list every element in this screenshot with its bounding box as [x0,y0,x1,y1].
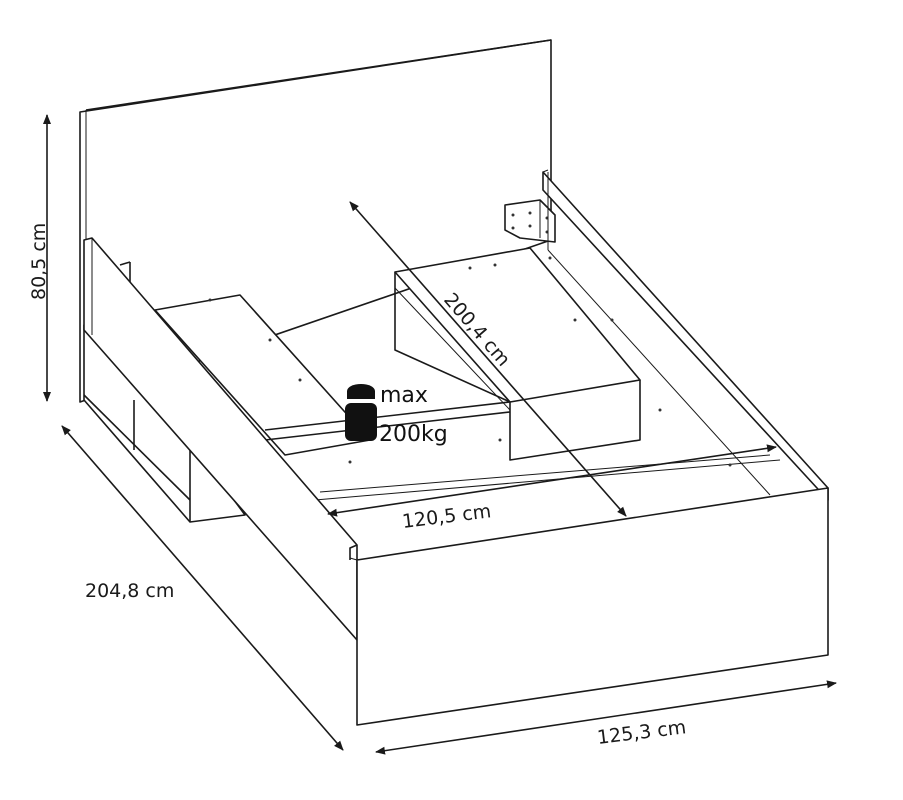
max-load-label: max [380,383,428,408]
length-dimension-line [61,425,344,751]
inner-length-dimension-line [349,201,627,517]
length-label: 204,8 cm [85,580,174,602]
inner-width-dimension-line [327,444,777,517]
inner-width-label: 120,5 cm [401,500,492,533]
width-dimension-line [375,680,837,755]
height-label: 80,5 cm [28,223,50,300]
max-load-value: 200kg [379,422,448,447]
weight-icon [345,384,377,441]
width-label: 125,3 cm [596,716,687,749]
